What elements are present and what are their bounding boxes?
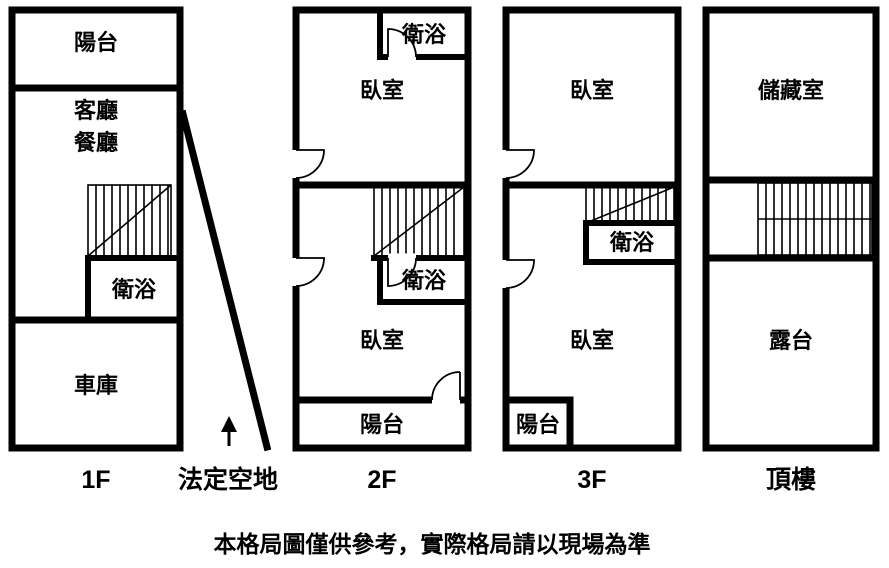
stairs-outline bbox=[585, 186, 675, 224]
floor-plan-1f: 陽台 客廳 餐廳 衛浴 車庫 1F bbox=[8, 6, 184, 494]
wall-bathroom-top-2f bbox=[377, 7, 471, 60]
label-legal-open-space: 法定空地 bbox=[178, 465, 278, 494]
stairs-break-line bbox=[87, 184, 172, 257]
floor-label-2f: 2F bbox=[367, 466, 396, 494]
floor-label-1f: 1F bbox=[81, 466, 110, 494]
room-label-bedroom-top-3f: 臥室 bbox=[570, 78, 614, 103]
room-label-bathroom-mid-2f: 衛浴 bbox=[401, 268, 447, 293]
legal-open-space-annotation: 法定空地 bbox=[178, 109, 278, 494]
stairs-break-line bbox=[585, 186, 675, 224]
room-label-bathroom-3f: 衛浴 bbox=[609, 230, 655, 255]
door-icon bbox=[295, 149, 325, 179]
room-label-bathroom-1f: 衛浴 bbox=[111, 277, 157, 302]
stairs-icon-roof bbox=[757, 182, 873, 256]
stairs-treads bbox=[593, 187, 667, 223]
room-label-bedroom-bottom-2f: 臥室 bbox=[360, 328, 404, 353]
room-label-bedroom-top-2f: 臥室 bbox=[360, 78, 404, 103]
outer-wall-3f bbox=[502, 6, 682, 452]
door-icon bbox=[505, 149, 535, 179]
stairs-outline bbox=[87, 184, 172, 257]
up-arrow-icon bbox=[221, 416, 237, 432]
stairs-icon-2f bbox=[373, 186, 465, 257]
room-label-garage-1f: 車庫 bbox=[74, 373, 118, 398]
room-label-balcony-1f: 陽台 bbox=[74, 30, 118, 55]
floor-label-roof: 頂樓 bbox=[766, 466, 816, 494]
room-label-terrace-roof: 露台 bbox=[769, 328, 813, 353]
door-icon bbox=[387, 257, 417, 287]
room-label-dining-1f: 餐廳 bbox=[74, 130, 118, 155]
wall-bathroom-1f bbox=[85, 255, 183, 323]
room-label-bathroom-top-2f: 衛浴 bbox=[401, 22, 447, 47]
outer-wall-roof bbox=[702, 6, 880, 452]
stairs-outline bbox=[373, 186, 465, 257]
wall-balcony-3f bbox=[502, 396, 574, 452]
floor-plan-roof: 儲藏室 露台 頂樓 bbox=[702, 6, 880, 494]
stairs-icon-1f bbox=[87, 184, 172, 257]
room-label-balcony-2f: 陽台 bbox=[360, 412, 404, 437]
stairs-break-line bbox=[373, 186, 465, 257]
floor-plan-2f: 衛浴 臥室 衛浴 臥室 陽台 2F bbox=[291, 6, 472, 494]
stairs-icon-3f bbox=[585, 186, 675, 224]
room-label-balcony-3f: 陽台 bbox=[516, 412, 560, 437]
floor-label-3f: 3F bbox=[577, 466, 606, 494]
room-label-storage-roof: 儲藏室 bbox=[758, 78, 824, 103]
outer-wall-1f bbox=[8, 6, 184, 452]
stairs-treads bbox=[95, 185, 169, 256]
door-icon bbox=[505, 259, 535, 289]
door-icon bbox=[387, 28, 417, 58]
wall-bathroom-mid-2f bbox=[377, 255, 471, 305]
stairs-treads bbox=[381, 187, 455, 256]
disclaimer-caption: 本格局圖僅供參考，實際格局請以現場為準 bbox=[214, 531, 651, 557]
door-icon bbox=[295, 257, 325, 287]
boundary-diagonal-line bbox=[178, 109, 272, 452]
floor-plan-3f: 臥室 衛浴 臥室 陽台 3F bbox=[501, 6, 682, 494]
door-icon bbox=[431, 371, 461, 401]
room-label-bedroom-bottom-3f: 臥室 bbox=[570, 328, 614, 353]
room-label-living-1f: 客廳 bbox=[74, 98, 118, 123]
